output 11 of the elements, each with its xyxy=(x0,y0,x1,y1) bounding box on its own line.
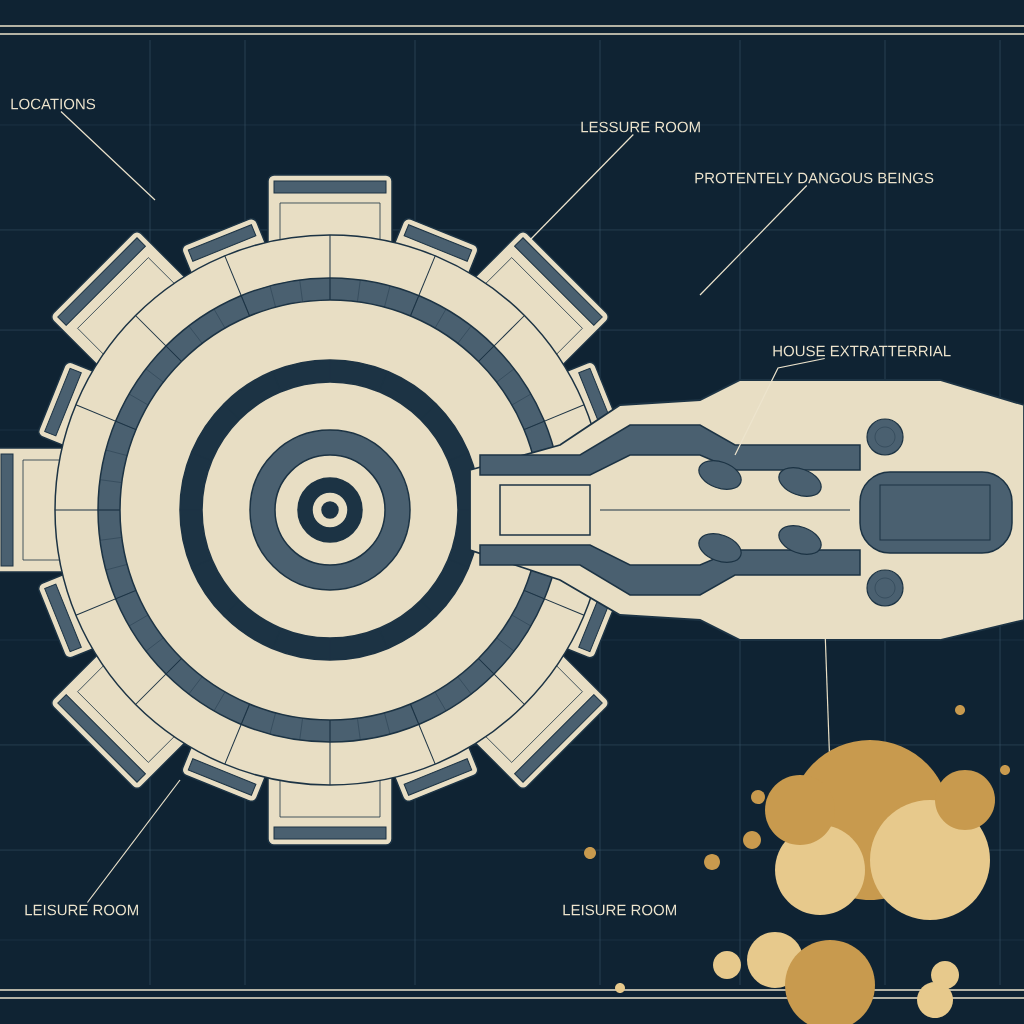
leader-line xyxy=(86,779,181,904)
callout-label: LOCATIONS xyxy=(11,98,96,110)
callout-label: HOUSE EXTRATTERRIAL xyxy=(773,345,951,357)
callout-label: LEISURE ROOM xyxy=(25,904,138,916)
callout-label: LEISURE ROOM xyxy=(563,904,676,916)
leader-line xyxy=(699,184,808,296)
callout-label: LESSURE ROOM xyxy=(581,121,700,133)
callout-label: PROTENTELY DANGOUS BEINGS xyxy=(695,172,934,184)
leader-line xyxy=(60,110,156,201)
leader-line xyxy=(734,357,826,456)
leader-line xyxy=(529,133,634,241)
